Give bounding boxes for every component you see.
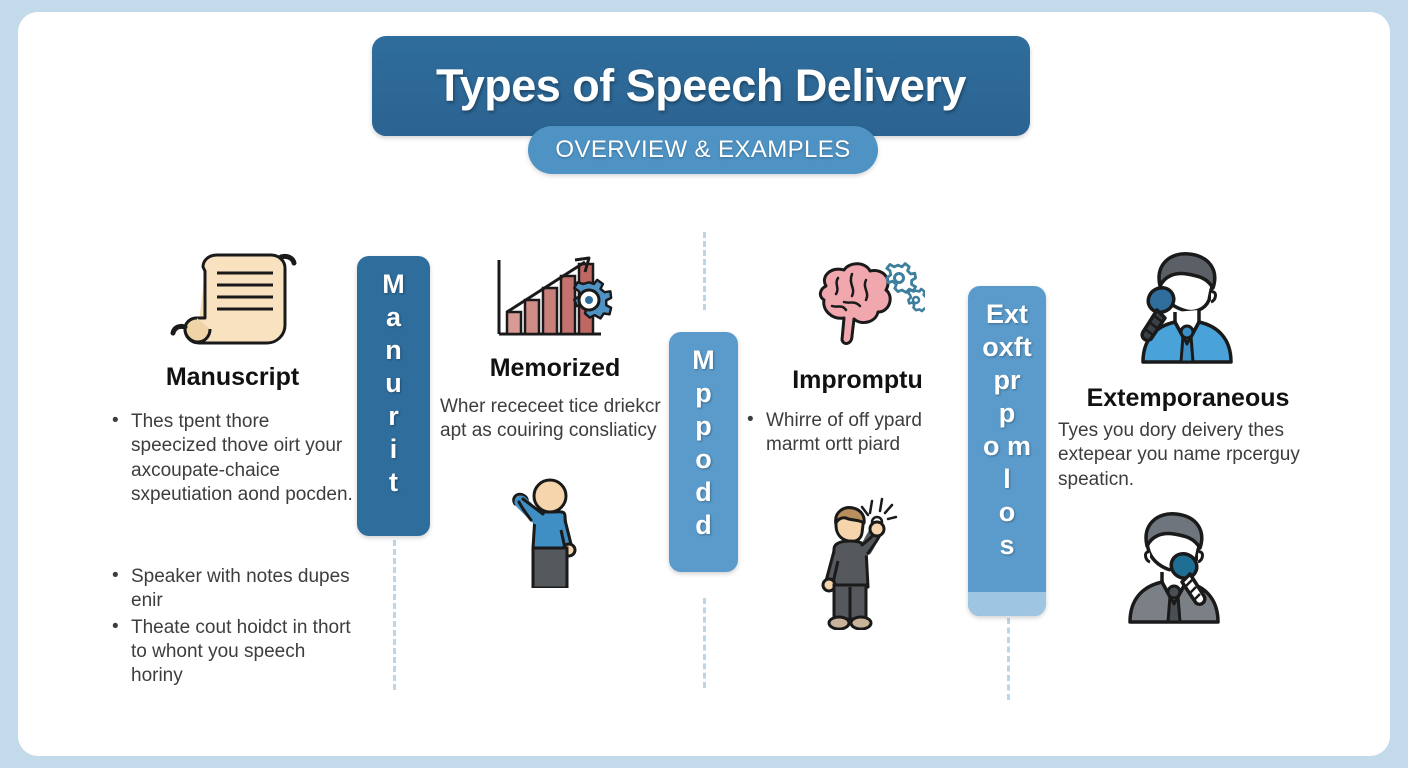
divider-line-4: [1007, 618, 1010, 700]
page-title: Types of Speech Delivery: [436, 60, 966, 111]
tab-letter: r: [388, 400, 399, 431]
column-memorized: Memorized Wher receceet tice driekcr apt…: [440, 248, 670, 444]
column-title-impromptu: Impromptu: [792, 366, 923, 394]
tab-letter: s: [999, 529, 1015, 560]
memorized-tab[interactable]: M p p o d d: [669, 332, 738, 572]
tab-letter: M: [382, 269, 405, 299]
column-impromptu: Impromptu Whirre of off ypard marmt ortt…: [745, 262, 970, 460]
page-subtitle: OVERVIEW & EXAMPLES: [555, 136, 851, 163]
tab-letter: pr: [993, 364, 1021, 395]
column-title-manuscript: Manuscript: [165, 363, 300, 391]
scroll-icon: [110, 248, 355, 353]
extemporaneous-body-text: Tyes you dory deivery thes extepear you …: [1058, 420, 1300, 490]
column-title-extemporaneous: Extemporaneous: [1086, 384, 1290, 412]
divider-line-3: [703, 598, 706, 688]
tab-letter: n: [385, 334, 402, 365]
tab-letter: u: [385, 367, 402, 398]
tab-letter: M: [692, 345, 715, 375]
brain-gears-icon: [745, 262, 970, 354]
list-item: Whirre of off ypard marmt ortt piard: [745, 408, 970, 458]
tab-letter: l: [1003, 463, 1011, 494]
title-banner: Types of Speech Delivery: [372, 36, 1030, 136]
tab-letter: o: [998, 496, 1016, 527]
tab-letter: d: [695, 476, 712, 507]
person-raising-hand-icon: [495, 468, 595, 588]
tab-letter: p: [695, 377, 712, 408]
speaker-microphone-blue-icon: [1058, 248, 1318, 366]
tab-letter: i: [389, 433, 398, 464]
tab-letter: a: [385, 301, 402, 332]
list-item: Thes tpent thore speecized thove oirt yo…: [110, 409, 355, 507]
extemporaneous-tab[interactable]: Ext oxft pr p o m l o s: [968, 286, 1046, 616]
tab-letter: d: [695, 509, 712, 540]
person-idea-icon: [810, 495, 905, 630]
memorized-body-text: Wher receceet tice driekcr apt as couiri…: [440, 396, 661, 442]
divider-line-1: [393, 540, 396, 690]
manuscript-tab[interactable]: M a n u r i t: [357, 256, 430, 536]
tab-letter: oxft: [982, 331, 1032, 362]
manuscript-bullets-top: Thes tpent thore speecized thove oirt yo…: [110, 409, 355, 507]
list-item: Theate cout hoidct in thort to whont you…: [110, 615, 360, 689]
divider-line-2: [703, 232, 706, 310]
tab-letter: t: [389, 466, 398, 497]
column-title-memorized: Memorized: [489, 354, 621, 382]
speaker-microphone-gray-icon: [1100, 508, 1248, 626]
impromptu-bullets: Whirre of off ypard marmt ortt piard: [745, 408, 970, 458]
tab-letter: o m: [982, 430, 1031, 461]
manuscript-bullets-bottom: Speaker with notes dupes enir Theate cou…: [110, 564, 360, 691]
subtitle-pill: OVERVIEW & EXAMPLES: [528, 126, 878, 174]
tab-letter: p: [998, 397, 1016, 428]
column-extemporaneous: Extemporaneous Tyes you dory deivery the…: [1058, 248, 1318, 492]
bar-chart-gear-icon: [440, 248, 670, 346]
tab-letter: o: [695, 443, 712, 474]
tab-letter: p: [695, 410, 712, 441]
list-item: Speaker with notes dupes enir: [110, 564, 360, 614]
tab-letter: Ext: [985, 299, 1029, 329]
column-manuscript: Manuscript Thes tpent thore speecized th…: [110, 248, 355, 509]
